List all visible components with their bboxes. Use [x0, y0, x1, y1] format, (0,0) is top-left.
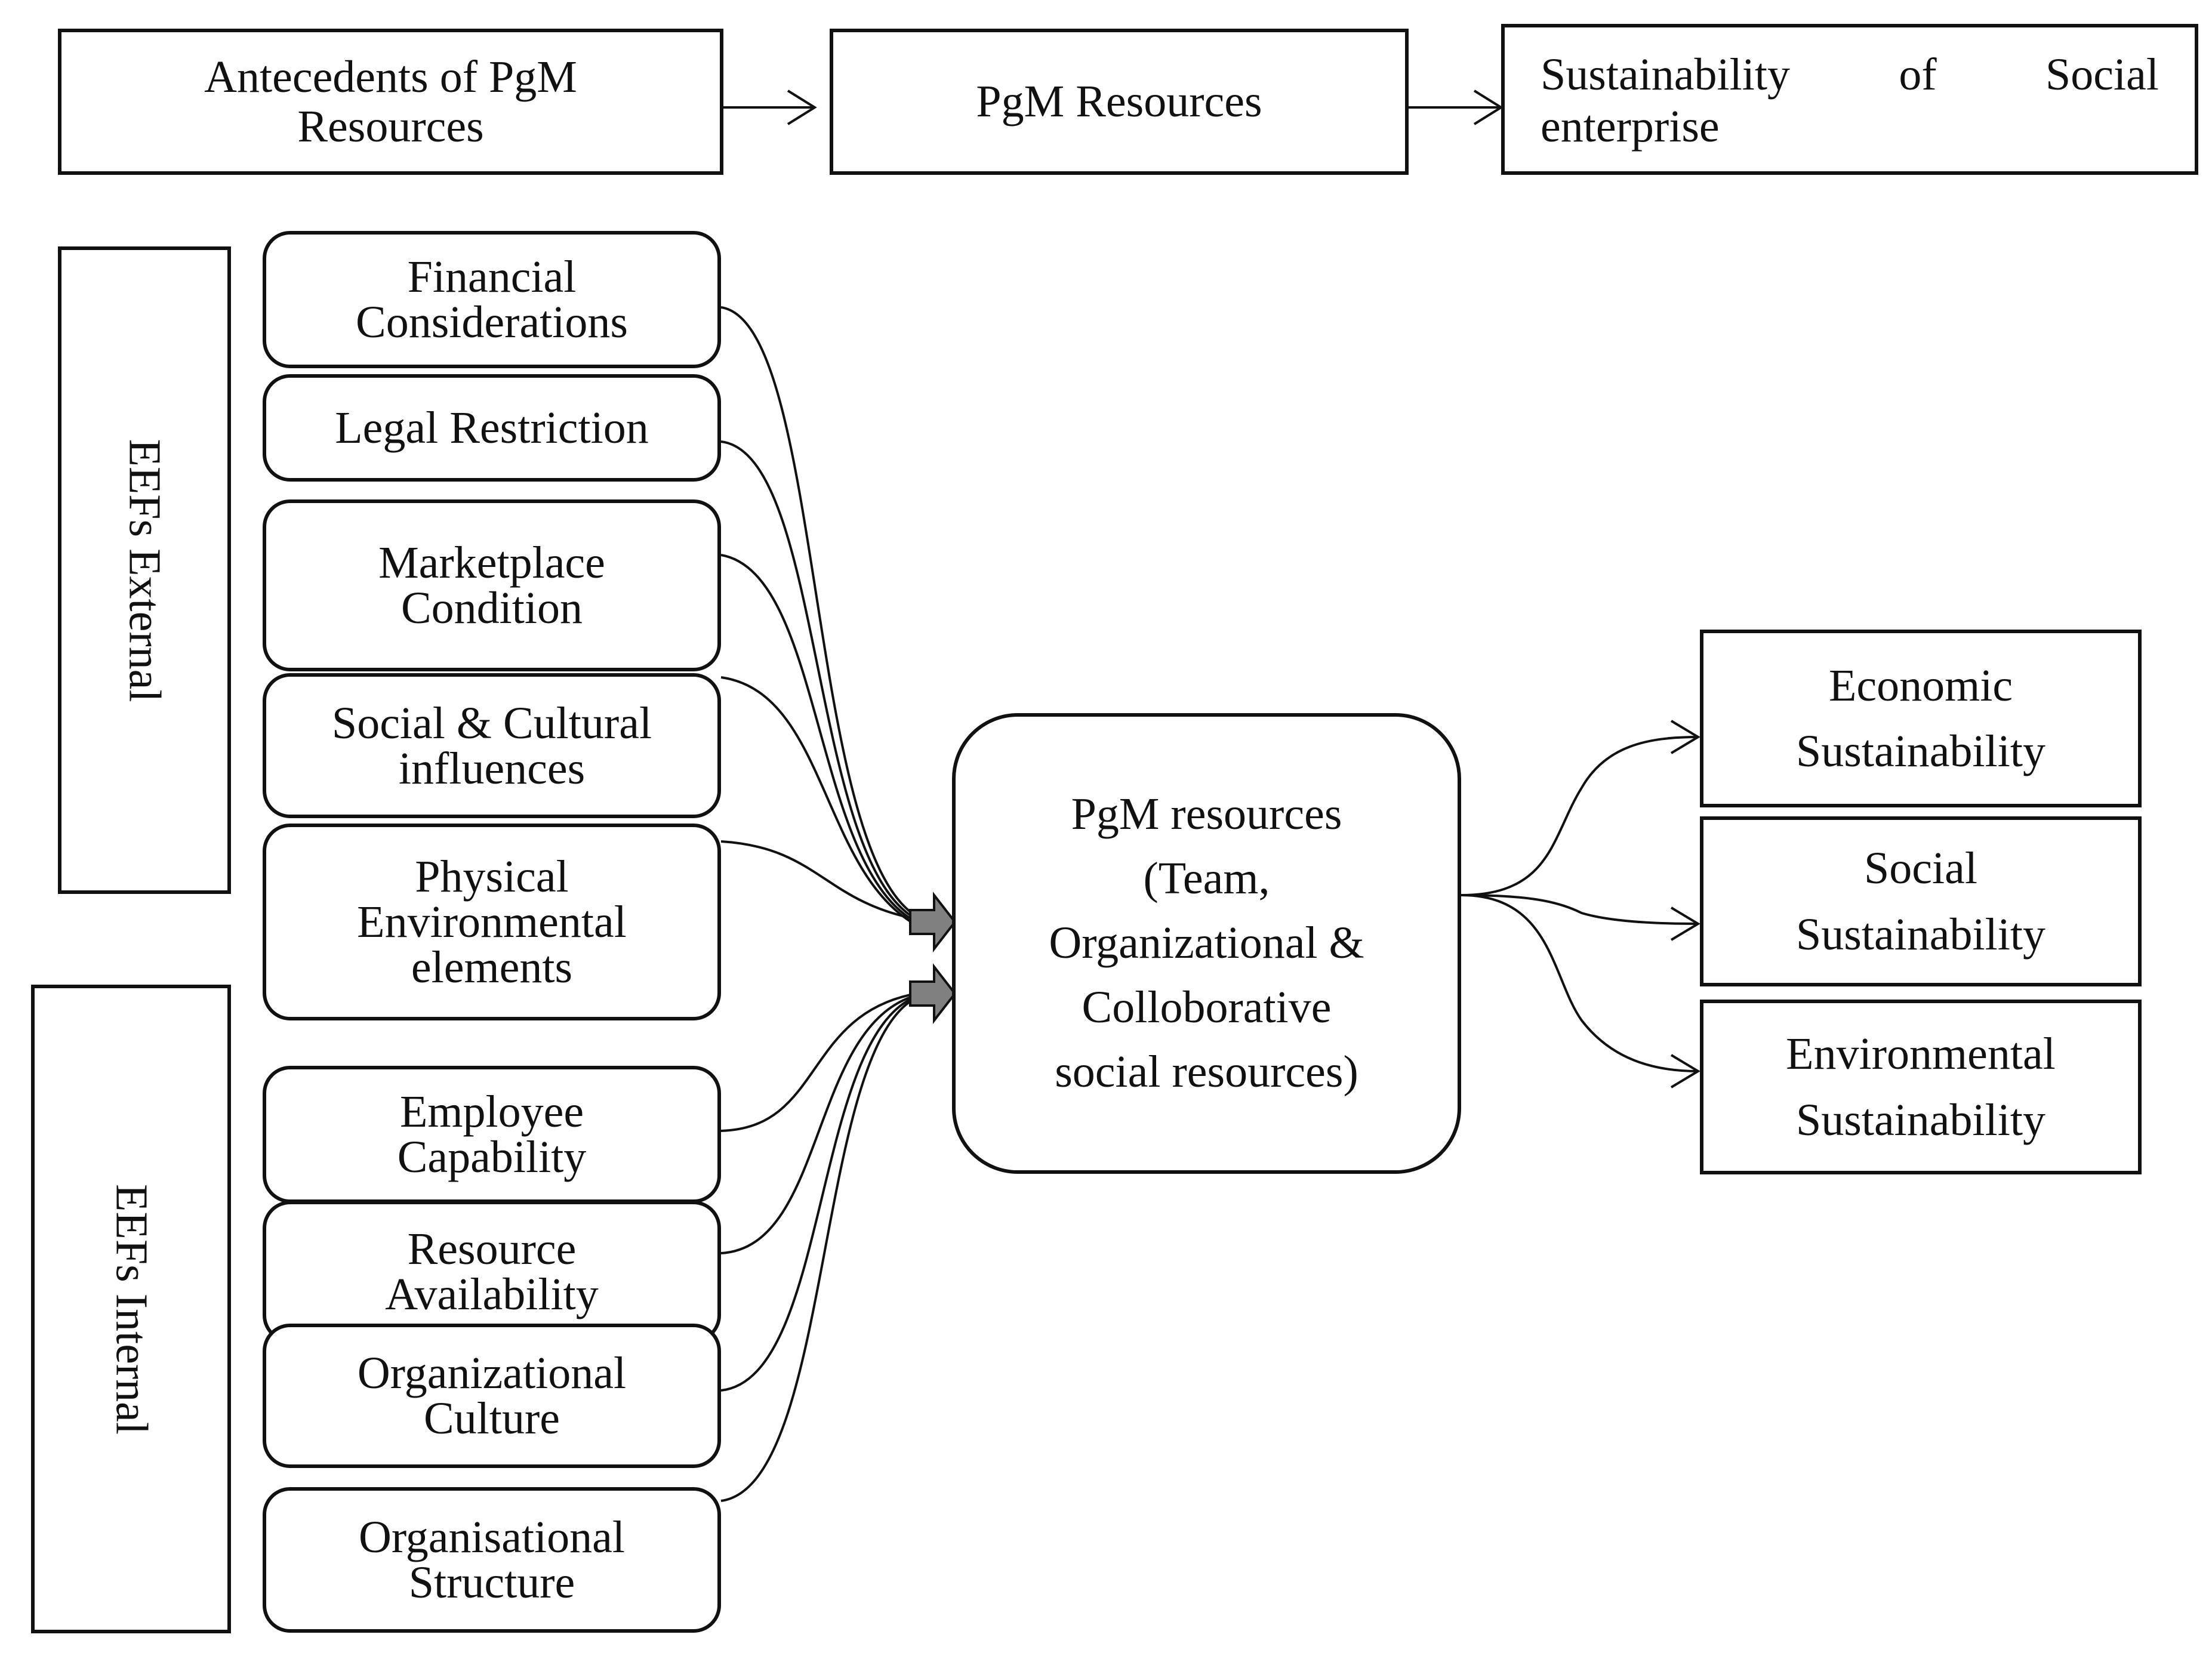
curve-financial — [720, 306, 917, 917]
factor-employee-capability: Employee Capability — [263, 1066, 721, 1203]
sustainability-word-3: Social — [2045, 50, 2159, 100]
factor-marketplace-condition: Marketplace Condition — [263, 499, 721, 671]
factor-legal-restriction: Legal Restriction — [263, 374, 721, 482]
antecedents-label: Antecedents of PgM Resources — [204, 52, 577, 152]
curve-legal — [720, 440, 917, 920]
factor-financial-considerations: Financial Considerations — [263, 231, 721, 368]
pgm-resources-center-label: PgM resources (Team, Organizational & Co… — [1049, 789, 1364, 1097]
factor-physical-environmental: Physical Environmental elements — [263, 824, 721, 1020]
sustainability-word-1: Sustainability — [1541, 50, 1790, 100]
curve-economic-head — [1670, 720, 1700, 754]
curve-culture — [720, 995, 917, 1392]
outcome-social-sustainability: Social Sustainability — [1700, 816, 2142, 986]
curve-structure — [720, 997, 917, 1502]
factor-resource-availability: Resource Availability — [263, 1201, 721, 1343]
sustainability-word-2: of — [1899, 50, 1937, 100]
curve-economic — [1461, 736, 1699, 896]
outcome-economic-sustainability: Economic Sustainability — [1700, 630, 2142, 807]
pgm-resources-center: PgM resources (Team, Organizational & Co… — [952, 713, 1461, 1174]
curve-environmental-head — [1670, 1054, 1700, 1088]
factor-organizational-culture: Organizational Culture — [263, 1324, 721, 1468]
sustainability-line1: Sustainability of Social — [1541, 49, 2159, 101]
eefs-internal-group: EEFs Internal — [31, 985, 231, 1633]
eefs-external-group: EEFs External — [58, 246, 231, 894]
block-arrow-external — [909, 892, 957, 952]
antecedents-box: Antecedents of PgM Resources — [58, 29, 723, 175]
pgm-resources-box: PgM Resources — [830, 29, 1409, 175]
curve-social — [720, 676, 917, 926]
curve-environmental — [1461, 894, 1699, 1072]
curve-physical — [720, 840, 917, 920]
curve-social-out-head — [1670, 906, 1700, 941]
factor-organisational-structure: Organisational Structure — [263, 1487, 721, 1633]
curve-employee — [720, 992, 917, 1132]
curve-social-out — [1461, 894, 1699, 925]
sustainability-box: Sustainability of Social enterprise — [1501, 24, 2198, 175]
eefs-external-label: EEFs External — [119, 438, 170, 702]
curve-resource — [720, 994, 917, 1254]
sustainability-line2: enterprise — [1541, 101, 1720, 152]
outcome-environmental-sustainability: Environmental Sustainability — [1700, 1000, 2142, 1174]
eefs-internal-label: EEFs Internal — [106, 1183, 156, 1435]
pgm-resources-label: PgM Resources — [976, 76, 1262, 127]
factor-social-cultural: Social & Cultural influences — [263, 673, 721, 818]
arrow-antecedents-to-resources-head — [787, 90, 817, 125]
curve-marketplace — [720, 554, 917, 923]
block-arrow-internal — [909, 963, 957, 1024]
